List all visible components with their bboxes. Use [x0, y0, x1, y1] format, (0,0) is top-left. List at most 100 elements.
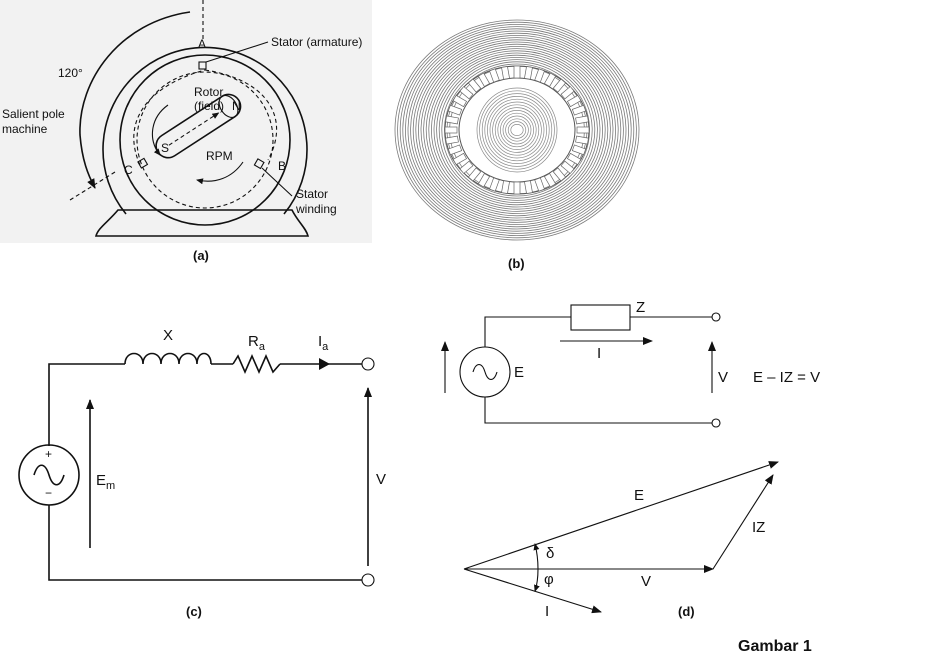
flux-contour — [441, 59, 593, 201]
phasor-e — [463, 461, 779, 570]
slot-tooth — [566, 152, 582, 166]
rotor-contour — [476, 87, 558, 173]
flux-contour — [407, 30, 627, 230]
slot-tooth — [447, 144, 463, 156]
flux-contour — [399, 24, 635, 236]
caption-d: (d) — [678, 604, 695, 619]
slot-tooth — [452, 152, 468, 166]
slot-tooth — [552, 78, 567, 93]
phase-b-label: B — [278, 159, 286, 173]
inductor-label: X — [163, 327, 173, 344]
rotor-label-line1: Rotor — [194, 85, 223, 99]
winding-path-c — [133, 69, 206, 166]
flux-contour — [417, 39, 616, 221]
slot-a — [198, 61, 207, 70]
pole-n-label: N — [232, 99, 241, 113]
e-label-phasor: E — [634, 487, 644, 504]
slot-tooth — [447, 104, 463, 116]
rotor-label-line2: (field) — [194, 99, 224, 113]
caption-b: (b) — [508, 256, 525, 271]
flux-contour — [433, 52, 601, 208]
sine-icon — [33, 464, 65, 486]
angle-arc-120 — [79, 11, 191, 189]
slot-tooth — [524, 180, 533, 194]
flux-contour — [436, 54, 598, 206]
slot-tooth — [467, 167, 482, 182]
slot-tooth — [501, 180, 510, 194]
stator-slot-teeth — [444, 65, 590, 195]
impedance-z — [570, 304, 631, 331]
rotor-contour — [487, 98, 547, 162]
panel-b-flux-plot: (b) — [394, 19, 640, 271]
rotor-contour — [494, 107, 540, 153]
slot-c — [137, 157, 149, 169]
slot-tooth — [571, 104, 587, 116]
terminal-top — [361, 357, 375, 371]
rotor-contour — [505, 118, 529, 142]
slot-tooth — [575, 115, 589, 125]
pole-s-label: S — [161, 141, 169, 155]
phasor-iz — [712, 474, 774, 570]
slot-tooth — [452, 94, 468, 108]
current-label: Ia — [318, 333, 329, 353]
plus-sign: + — [45, 447, 52, 461]
flux-contour — [443, 61, 590, 199]
phasor-i — [463, 568, 602, 614]
slot-tooth — [477, 173, 491, 188]
slot-b — [253, 158, 265, 170]
v-label-phasor: V — [641, 573, 651, 590]
slot-tooth — [552, 167, 567, 182]
flux-contour — [423, 43, 611, 217]
slot-tooth — [524, 66, 533, 80]
rotor-contour — [510, 124, 524, 136]
flux-contour — [449, 65, 585, 195]
wire-bottom — [48, 505, 362, 581]
slot-tooth — [459, 86, 474, 100]
flux-contour — [412, 35, 622, 225]
rotor-contour — [479, 90, 555, 170]
slot-tooth — [445, 115, 459, 125]
panel-c-equivalent-circuit: + − X Ra Ia Em V (c) — [18, 327, 386, 619]
angle-delta-arc — [533, 543, 540, 570]
machine-label-line1: Salient pole — [2, 107, 65, 121]
z-label: Z — [636, 299, 645, 316]
rpm-label: RPM — [206, 149, 233, 163]
rotor-contour — [492, 104, 542, 156]
resistor-ra — [232, 354, 281, 374]
i-label-circuit: I — [597, 345, 601, 362]
machine-base — [94, 209, 310, 237]
rotor-contour — [502, 115, 532, 145]
slot-tooth — [467, 78, 482, 93]
reference-axis-left — [69, 171, 116, 201]
flux-contour — [402, 26, 632, 234]
e-label-circuit: E — [514, 364, 524, 381]
flux-contour — [430, 50, 603, 210]
flux-contour — [428, 48, 606, 212]
flux-field-lines — [394, 19, 640, 241]
wire-d-bottom — [484, 397, 712, 424]
angle-label: 120° — [58, 66, 83, 80]
caption-a: (a) — [193, 248, 209, 263]
sine-icon-d — [472, 363, 498, 381]
phase-c-label: C — [124, 163, 133, 177]
rotor-contour — [497, 110, 537, 150]
rotation-arrow-left — [151, 104, 169, 156]
panel-a-background — [0, 0, 372, 243]
slot-tooth — [445, 135, 459, 145]
rotor-contour — [481, 93, 553, 167]
stator-ring — [444, 65, 590, 195]
slot-tooth — [501, 66, 510, 80]
caption-c: (c) — [186, 604, 202, 619]
stator-winding-line1: Stator — [296, 187, 328, 201]
rotor-contour — [484, 96, 550, 164]
i-label-phasor: I — [545, 603, 549, 620]
airgap-dashed-circle — [136, 71, 274, 209]
terminal-d-top — [711, 312, 721, 322]
flux-contour — [397, 21, 637, 239]
stator-armature-label: Stator (armature) — [271, 35, 362, 49]
wire-top-left — [48, 363, 125, 446]
slot-tooth — [534, 68, 545, 83]
slot-tooth — [534, 177, 545, 192]
panel-a-machine-diagram: 120° Salient pole machine Stator (armatu… — [0, 0, 372, 263]
current-arrow-ia — [319, 358, 330, 370]
